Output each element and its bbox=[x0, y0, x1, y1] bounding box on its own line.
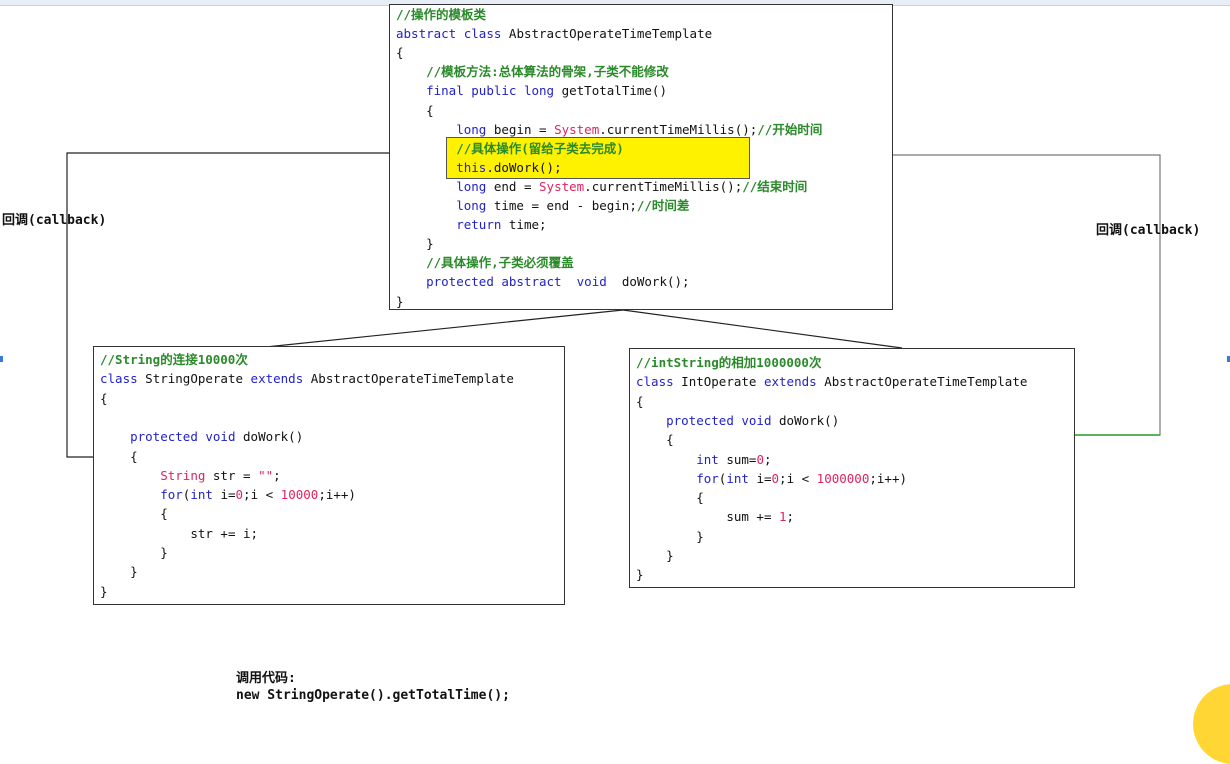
code-line: } bbox=[396, 293, 404, 309]
inherit-line-right bbox=[622, 309, 903, 349]
code-line: { bbox=[396, 45, 404, 61]
code-line: long time = end - begin;//时间差 bbox=[456, 198, 690, 213]
code-line: } bbox=[636, 567, 644, 583]
code-line: return time; bbox=[456, 217, 547, 233]
template-class-box: //操作的模板类 abstract class AbstractOperateTi… bbox=[389, 4, 893, 310]
code-line: //具体操作,子类必须覆盖 bbox=[426, 255, 574, 271]
code-line: //模板方法:总体算法的骨架,子类不能修改 bbox=[426, 64, 669, 80]
code-line: } bbox=[636, 528, 704, 544]
code-line: //具体操作(留给子类去完成) bbox=[456, 140, 624, 156]
code-line: protected abstract void doWork(); bbox=[426, 274, 690, 290]
code-line: class StringOperate extends AbstractOper… bbox=[100, 371, 514, 387]
code-line: { bbox=[636, 432, 674, 448]
int-operate-class-box: //intString的相加1000000次 class IntOperate e… bbox=[629, 348, 1075, 588]
code-line: //intString的相加1000000次 bbox=[636, 355, 822, 370]
code-line: protected void doWork() bbox=[666, 412, 840, 428]
left-edge-marker bbox=[0, 356, 3, 362]
code-line: for(int i=0;i < 10000;i++) bbox=[160, 487, 356, 503]
call-code-title: 调用代码: bbox=[236, 671, 296, 686]
inherit-line-left bbox=[255, 309, 624, 349]
code-line: } bbox=[636, 548, 674, 563]
code-line: { bbox=[636, 393, 644, 409]
code-line: { bbox=[396, 102, 434, 118]
code-line: } bbox=[100, 583, 108, 599]
code-line: protected void doWork() bbox=[130, 429, 304, 445]
call-code-statement: new StringOperate().getTotalTime(); bbox=[236, 688, 510, 703]
string-operate-class-box: //String的连接10000次 class StringOperate ext… bbox=[93, 346, 565, 605]
callback-path-left bbox=[66, 152, 447, 458]
code-line: { bbox=[636, 490, 704, 506]
code-line: } bbox=[100, 564, 138, 580]
right-edge-marker bbox=[1227, 356, 1230, 362]
code-line: abstract class AbstractOperateTimeTempla… bbox=[396, 26, 713, 42]
code-line: int sum=0; bbox=[696, 451, 772, 467]
code-line: sum += 1; bbox=[726, 509, 795, 525]
code-line: for(int i=0;i < 1000000;i++) bbox=[696, 470, 907, 486]
code-line: long begin = System.currentTimeMillis();… bbox=[456, 121, 823, 137]
callback-label-right: 回调(callback) bbox=[1096, 223, 1201, 238]
code-line: class IntOperate extends AbstractOperate… bbox=[636, 374, 1028, 390]
code-line: long end = System.currentTimeMillis();//… bbox=[456, 178, 808, 194]
code-line: str += i; bbox=[190, 525, 259, 541]
code-line: { bbox=[100, 448, 138, 464]
code-line: //String的连接10000次 bbox=[100, 352, 248, 367]
code-line: } bbox=[396, 236, 434, 252]
code-line: String str = ""; bbox=[160, 467, 281, 483]
code-line: { bbox=[100, 390, 108, 406]
dowork-highlight bbox=[446, 137, 750, 179]
callback-label-left: 回调(callback) bbox=[2, 213, 107, 228]
code-line: } bbox=[100, 545, 168, 560]
code-line: //操作的模板类 bbox=[396, 7, 487, 22]
code-line: { bbox=[100, 506, 168, 522]
code-line: this.doWork(); bbox=[456, 159, 562, 175]
code-line: final public long getTotalTime() bbox=[426, 83, 667, 99]
